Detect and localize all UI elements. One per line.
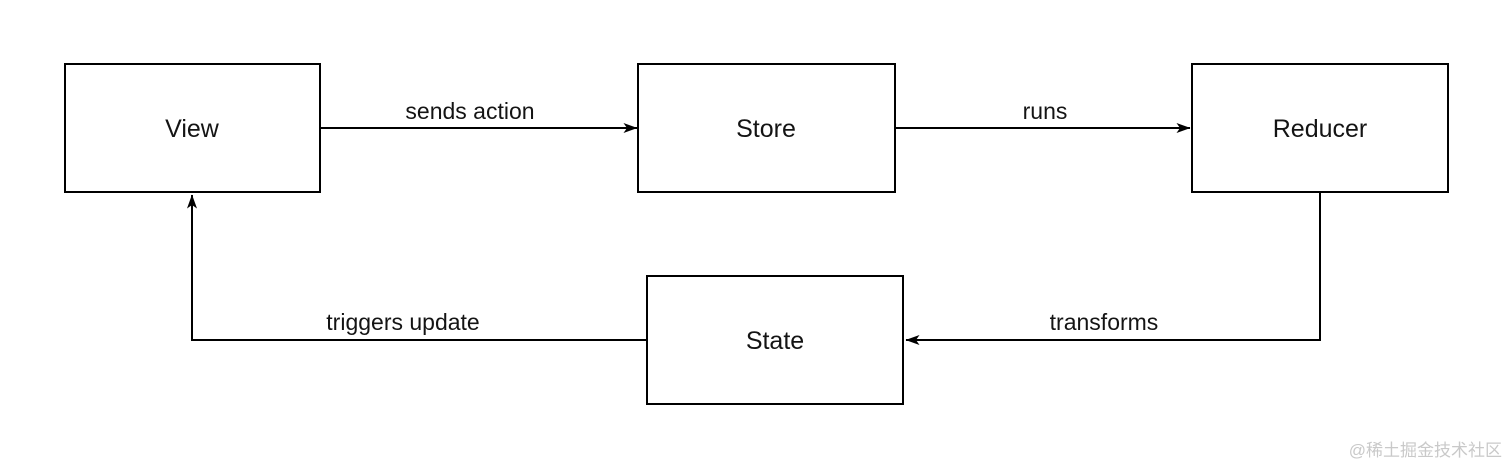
node-reducer-box bbox=[1191, 63, 1449, 193]
edge-sends-action-label: sends action bbox=[405, 98, 534, 124]
edge-transforms-label: transforms bbox=[1050, 309, 1159, 335]
node-store-label: Store bbox=[736, 115, 796, 143]
node-state-box bbox=[646, 275, 904, 405]
edge-state-to-view-arrow bbox=[187, 194, 646, 341]
node-state-label: State bbox=[746, 327, 804, 355]
node-reducer-label: Reducer bbox=[1273, 115, 1368, 143]
edge-triggers-update-label: triggers update bbox=[326, 309, 479, 335]
watermark: @稀土掘金技术社区 bbox=[1349, 441, 1502, 460]
edge-reducer-to-state-arrow bbox=[905, 193, 1321, 345]
edge-runs-label: runs bbox=[1023, 98, 1068, 124]
node-store-box bbox=[637, 63, 896, 193]
node-view-label: View bbox=[165, 115, 220, 143]
node-view-box bbox=[64, 63, 321, 193]
